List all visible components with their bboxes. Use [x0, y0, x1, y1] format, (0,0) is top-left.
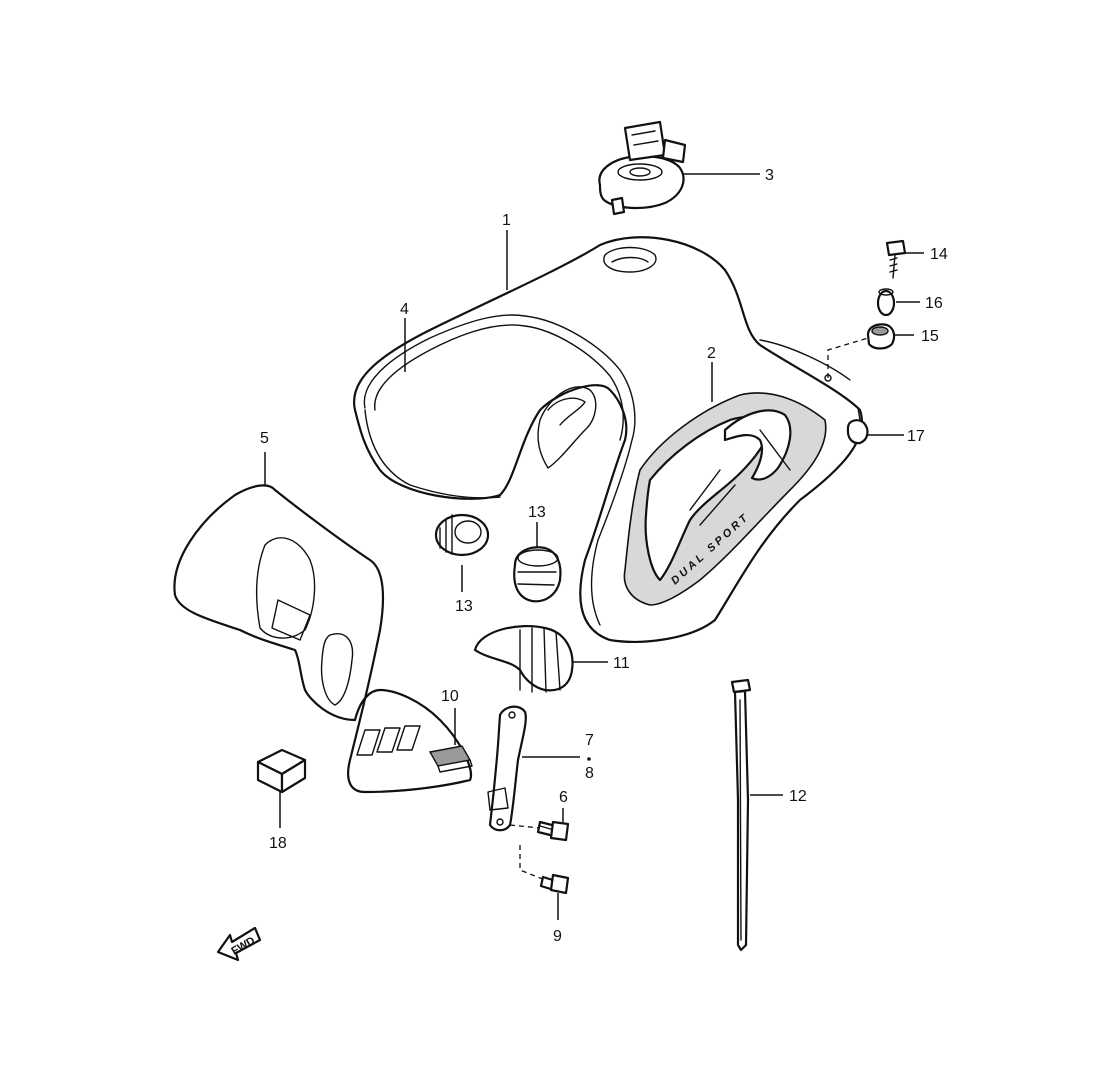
callout-16: 16 — [925, 295, 943, 312]
bolt-6 — [536, 820, 570, 842]
fuel-cap — [598, 120, 687, 216]
forward-arrow-icon: FWD — [216, 926, 262, 962]
callout-9: 9 — [553, 928, 562, 945]
fwd-label: FWD — [230, 935, 258, 958]
callout-13-left: 13 — [455, 598, 473, 615]
leader-lines — [264, 173, 924, 920]
cushion-pad — [428, 745, 473, 773]
rubber-block — [256, 748, 307, 794]
separator-dot — [587, 757, 591, 761]
cushion-13-left — [434, 513, 490, 557]
callout-14: 14 — [930, 246, 948, 263]
grommet-15 — [866, 323, 896, 350]
cushion-11 — [473, 624, 574, 693]
callout-15: 15 — [921, 328, 939, 345]
callout-11: 11 — [613, 655, 630, 672]
callout-8: 8 — [585, 765, 594, 782]
collar-16 — [876, 288, 896, 317]
callout-3: 3 — [765, 167, 774, 184]
cable-tie — [730, 678, 752, 952]
side-cover — [173, 484, 473, 794]
cushion-13-right — [513, 546, 562, 603]
callout-12: 12 — [789, 788, 807, 805]
callout-1: 1 — [502, 212, 511, 229]
bolt-9 — [539, 873, 570, 895]
callout-4: 4 — [400, 301, 409, 318]
callout-13-right: 13 — [528, 504, 546, 521]
callout-labels: 1 2 3 4 5 6 7 8 9 10 11 12 13 13 14 15 1… — [260, 167, 948, 945]
callout-5: 5 — [260, 430, 269, 447]
tank-trim — [363, 314, 636, 626]
callout-18: 18 — [269, 835, 287, 852]
callout-10: 10 — [441, 688, 459, 705]
callout-7: 7 — [585, 732, 594, 749]
bracket — [487, 705, 527, 832]
callout-17: 17 — [907, 428, 925, 445]
callout-2: 2 — [707, 345, 716, 362]
screw-14 — [885, 239, 907, 279]
callout-6: 6 — [559, 789, 568, 806]
